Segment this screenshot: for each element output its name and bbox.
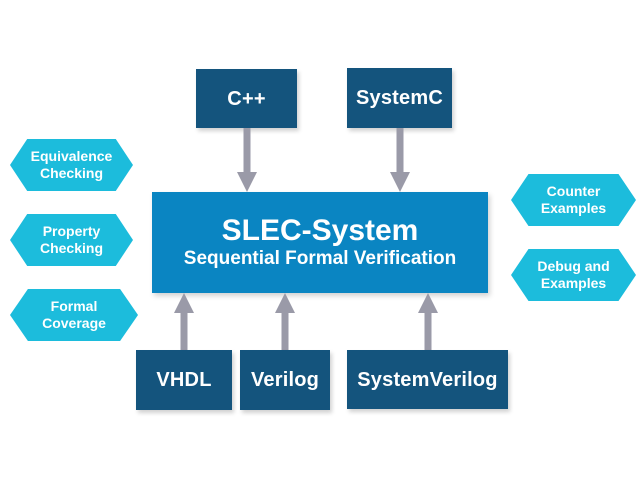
- arrow-vhdl-to-slec: [173, 293, 195, 353]
- slec-system-subtitle: Sequential Formal Verification: [183, 247, 457, 269]
- output-hexagon-debug-and-examples-label: Debug and Examples: [537, 257, 610, 291]
- input-box-systemverilog[interactable]: SystemVerilog: [347, 350, 508, 409]
- input-box-cpp-label: C++: [227, 87, 266, 110]
- feature-hexagon-formal-coverage-label: Formal Coverage: [42, 297, 106, 331]
- input-box-systemc-label: SystemC: [356, 87, 443, 109]
- input-box-cpp[interactable]: C++: [196, 69, 297, 128]
- arrow-systemc-to-slec: [389, 128, 411, 194]
- input-box-systemverilog-label: SystemVerilog: [357, 368, 498, 391]
- feature-hexagon-formal-coverage[interactable]: Formal Coverage: [10, 289, 138, 341]
- feature-hexagon-property-checking[interactable]: Property Checking: [10, 214, 133, 266]
- input-box-systemc[interactable]: SystemC: [347, 68, 452, 128]
- output-hexagon-debug-and-examples[interactable]: Debug and Examples: [511, 249, 636, 301]
- input-box-verilog-label: Verilog: [250, 369, 320, 391]
- slec-system-title: SLEC-System: [221, 214, 419, 248]
- feature-hexagon-equivalence-checking[interactable]: Equivalence Checking: [10, 139, 133, 191]
- input-box-vhdl-label: VHDL: [156, 369, 212, 391]
- output-hexagon-counter-examples[interactable]: Counter Examples: [511, 174, 636, 226]
- arrow-systemverilog-to-slec: [417, 293, 439, 353]
- feature-hexagon-property-checking-label: Property Checking: [39, 222, 103, 256]
- arrow-cpp-to-slec: [236, 128, 258, 194]
- slec-system-box[interactable]: SLEC-System Sequential Formal Verificati…: [152, 192, 488, 293]
- input-box-verilog[interactable]: Verilog: [240, 350, 330, 410]
- feature-hexagon-equivalence-checking-label: Equivalence Checking: [30, 147, 113, 181]
- arrow-verilog-to-slec: [274, 293, 296, 353]
- output-hexagon-counter-examples-label: Counter Examples: [540, 182, 607, 216]
- input-box-vhdl[interactable]: VHDL: [136, 350, 232, 410]
